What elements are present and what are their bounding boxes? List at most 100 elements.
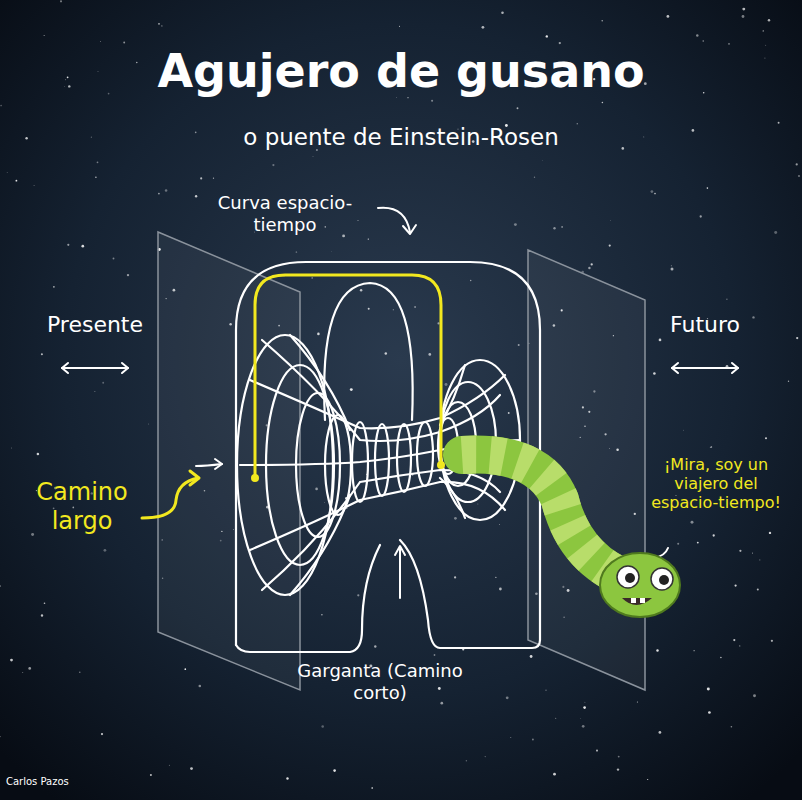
star [95,177,97,179]
star [91,137,92,138]
star [393,309,394,310]
star [561,226,563,228]
star [591,263,593,265]
star [647,779,648,780]
star [742,15,745,18]
star [601,20,602,21]
watermark: Carlos Pazos [6,776,96,788]
long-path-label: Camino largo [27,478,137,536]
star [63,86,65,88]
star [60,0,62,2]
star [97,161,99,163]
star [101,733,103,735]
star [765,437,767,439]
star [414,306,416,308]
star [711,446,713,448]
star [656,649,658,651]
star [726,298,728,300]
star [385,352,388,355]
star [312,156,314,158]
star [545,690,546,691]
star [158,23,160,25]
star [123,42,125,44]
star [374,645,376,647]
star [671,265,672,266]
star [555,718,556,719]
star [771,640,773,642]
star [165,189,168,192]
star [200,177,202,179]
star [81,245,84,248]
star [696,34,698,36]
star [541,160,543,162]
star [41,353,43,355]
star [553,227,555,229]
star [691,521,694,524]
star [315,488,318,491]
star [752,553,753,554]
subtitle: o puente de Einstein-Rosen [191,124,611,152]
star [67,244,69,246]
star [37,453,40,456]
star [213,178,214,179]
star [357,220,358,221]
star [33,185,34,186]
star [68,85,70,87]
pointer-arrows [62,208,738,598]
star [333,769,336,772]
present-label: Presente [30,312,160,338]
star [683,429,685,431]
star [532,739,534,741]
star [769,532,771,534]
star [798,175,800,177]
star [331,251,333,253]
star [697,542,699,544]
star [659,339,662,342]
star [530,655,533,658]
star [440,702,443,705]
star [677,543,679,545]
star [108,93,110,95]
star [742,8,745,11]
star [28,667,31,670]
star [667,15,670,18]
star [720,657,722,659]
star [534,177,535,178]
star [31,533,34,536]
star [342,234,345,237]
star [752,316,754,318]
star [158,193,160,195]
star [764,58,765,59]
star [693,650,694,651]
star [195,195,197,197]
star [399,26,400,27]
star [100,41,102,43]
star [15,180,17,182]
star [588,267,590,269]
star [323,502,325,504]
star [713,534,715,536]
star [708,711,711,714]
star [653,372,656,375]
star [739,645,740,646]
star [445,383,448,386]
star [79,672,80,673]
star [763,30,764,31]
star [731,726,733,728]
star [517,107,519,109]
star [321,614,323,616]
star [169,765,170,766]
star [325,226,327,228]
star [296,251,298,253]
star [692,129,695,132]
star [482,26,485,29]
star [700,215,702,217]
star [618,756,620,758]
star [510,737,512,739]
star [774,231,777,234]
star [67,76,69,78]
star [495,577,496,578]
star [707,688,710,691]
path-dot [251,474,259,482]
star [371,787,373,789]
